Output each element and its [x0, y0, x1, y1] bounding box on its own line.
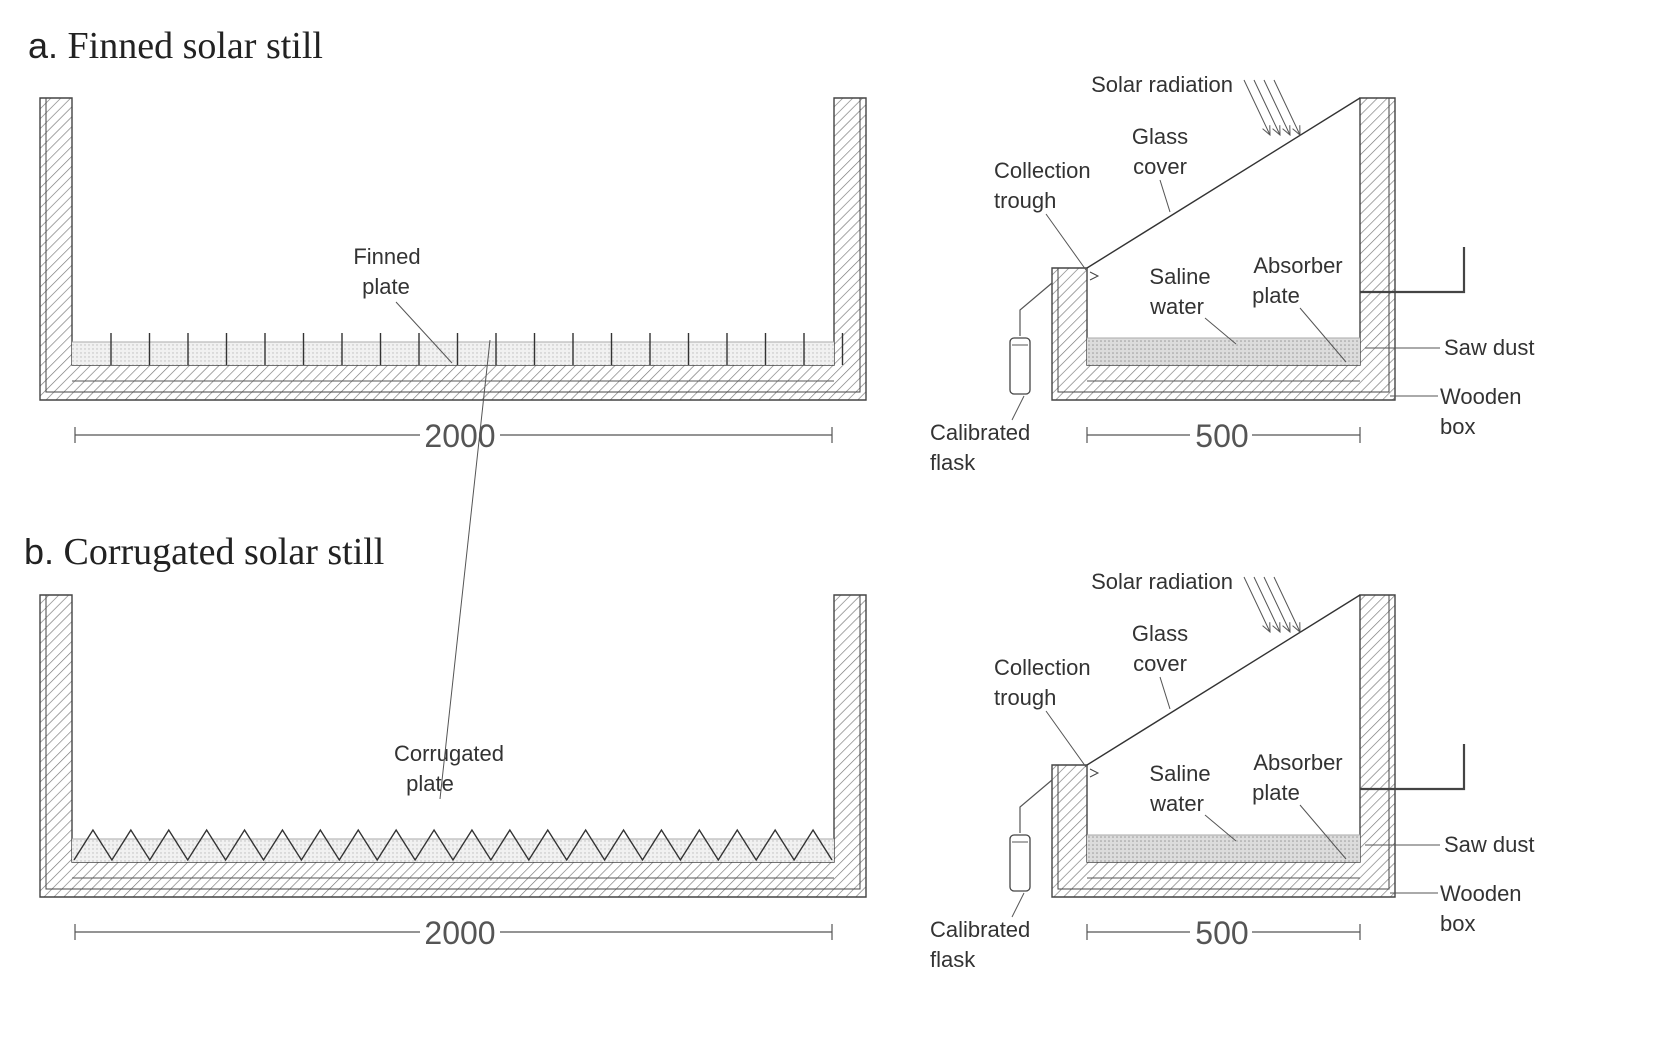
- collection-trough-label: Collection: [994, 158, 1091, 183]
- saw-dust-label: Saw dust: [1444, 335, 1535, 360]
- flask-tube: [1019, 779, 1053, 833]
- long-section-box: [39, 594, 867, 898]
- solar-ray: [1243, 576, 1270, 632]
- wooden-box-label: Wooden: [1440, 881, 1522, 906]
- length-dim-value: 2000: [424, 915, 495, 951]
- calibrated-flask-label: flask: [930, 450, 976, 475]
- trough-marker: [1089, 271, 1100, 281]
- water-leader: [1204, 814, 1237, 842]
- panel-a-title: Finned solar still: [67, 25, 323, 67]
- solar-radiation-label: Solar radiation: [1091, 72, 1233, 97]
- solar-ray: [1263, 576, 1290, 632]
- glass-cover-label: cover: [1133, 154, 1187, 179]
- glass-cover: [1086, 97, 1361, 269]
- plate-leader: [395, 301, 453, 364]
- saw-dust-label: Saw dust: [1444, 832, 1535, 857]
- panel-b-title: Corrugated solar still: [63, 531, 385, 573]
- wooden-box-label: Wooden: [1440, 384, 1522, 409]
- long-section-liner: [45, 98, 861, 393]
- flask-tube: [1019, 282, 1053, 336]
- absorber-plate-label: Absorber: [1253, 750, 1342, 775]
- solar-ray: [1253, 79, 1280, 135]
- panel-a-heading: a. Finned solar still: [28, 24, 323, 68]
- long-section-box: [39, 97, 867, 401]
- saline-water-label: water: [1149, 294, 1204, 319]
- trough-marker: [1089, 768, 1100, 778]
- solar-ray: [1263, 79, 1290, 135]
- width-dim-value: 500: [1195, 915, 1248, 951]
- collection-trough-label: Collection: [994, 655, 1091, 680]
- panel-b-letter: b.: [24, 531, 55, 572]
- long-section-water: [72, 342, 834, 365]
- glass-cover: [1086, 594, 1361, 766]
- length-dim-value: 2000: [424, 418, 495, 454]
- saline-water-label: Saline: [1149, 761, 1210, 786]
- glass-leader: [1159, 676, 1171, 710]
- plate-label: Finned: [353, 244, 420, 269]
- absorber-plate-label: Absorber: [1253, 253, 1342, 278]
- collection-trough-label: trough: [994, 188, 1056, 213]
- cross-section-liner: [1057, 595, 1390, 890]
- glass-cover-label: cover: [1133, 651, 1187, 676]
- outlet-pipe: [1360, 744, 1466, 791]
- saline-water-label: Saline: [1149, 264, 1210, 289]
- glass-cover-label: Glass: [1132, 124, 1188, 149]
- flask-leader: [1011, 892, 1025, 918]
- cross-section-liner: [1057, 98, 1390, 393]
- absorber-plate-label: plate: [1252, 283, 1300, 308]
- plate-label: plate: [362, 274, 410, 299]
- absorber-leader: [1299, 804, 1347, 860]
- long-section-water: [72, 839, 834, 862]
- calibrated-flask-label: flask: [930, 947, 976, 972]
- absorber-plate-label: plate: [1252, 780, 1300, 805]
- panel-b-heading: b. Corrugated solar still: [24, 530, 384, 574]
- cross-section-water: [1087, 835, 1360, 862]
- solar-ray: [1253, 576, 1280, 632]
- plate-leader: [439, 339, 491, 800]
- outlet-pipe: [1360, 247, 1466, 294]
- trough-leader: [1045, 213, 1087, 271]
- calibrated-flask-label: Calibrated: [930, 420, 1030, 445]
- calibrated-flask: [1009, 337, 1031, 395]
- water-leader: [1204, 317, 1237, 345]
- long-section-liner: [45, 595, 861, 890]
- plate-label: Corrugated: [394, 741, 504, 766]
- solar-ray: [1243, 79, 1270, 135]
- flask-leader: [1011, 395, 1025, 421]
- solar-ray: [1273, 79, 1300, 135]
- trough-leader: [1045, 710, 1087, 768]
- solar-ray: [1273, 576, 1300, 632]
- plate-label: plate: [406, 771, 454, 796]
- glass-leader: [1159, 179, 1171, 213]
- wooden-box-label: box: [1440, 414, 1475, 439]
- calibrated-flask: [1009, 834, 1031, 892]
- collection-trough-label: trough: [994, 685, 1056, 710]
- corrugated-plate: [73, 828, 833, 862]
- cross-section-water: [1087, 338, 1360, 365]
- glass-cover-label: Glass: [1132, 621, 1188, 646]
- calibrated-flask-label: Calibrated: [930, 917, 1030, 942]
- width-dim-value: 500: [1195, 418, 1248, 454]
- solar-radiation-label: Solar radiation: [1091, 569, 1233, 594]
- wooden-box-label: box: [1440, 911, 1475, 936]
- saline-water-label: water: [1149, 791, 1204, 816]
- absorber-leader: [1299, 307, 1347, 363]
- panel-a-letter: a.: [28, 25, 59, 66]
